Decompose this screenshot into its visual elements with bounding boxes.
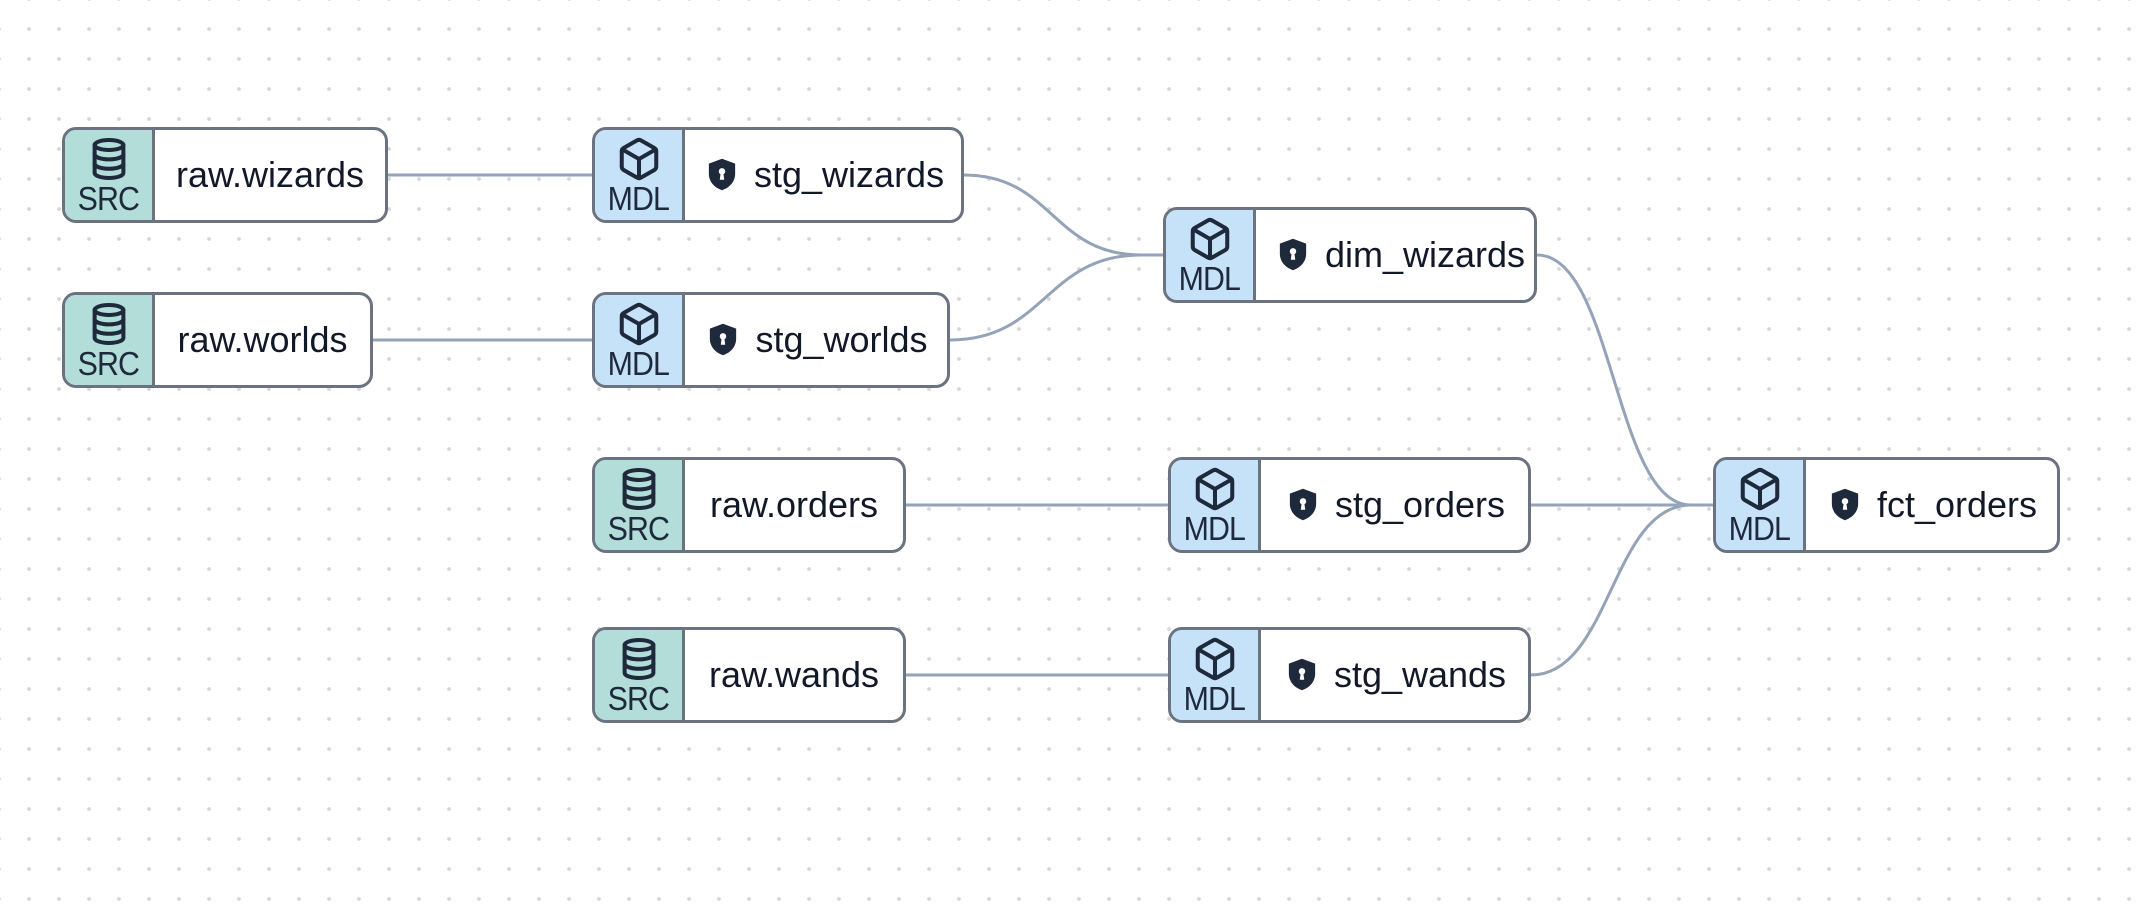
cube-icon	[616, 136, 662, 182]
node-body: dim_wizards	[1256, 210, 1534, 300]
node-body: stg_orders	[1261, 460, 1528, 550]
lineage-node-raw.worlds[interactable]: SRC raw.worlds	[62, 292, 373, 388]
node-kind-label: SRC	[607, 680, 670, 717]
cube-icon	[1192, 466, 1238, 512]
node-kind-label: MDL	[1178, 260, 1241, 297]
lineage-node-fct_orders[interactable]: MDL fct_orders	[1713, 457, 2060, 553]
shield-lock-icon	[1283, 656, 1321, 694]
lineage-node-stg_wands[interactable]: MDL stg_wands	[1168, 627, 1531, 723]
node-kind-badge: SRC	[65, 130, 155, 220]
cube-icon	[1737, 466, 1783, 512]
node-label: dim_wizards	[1325, 234, 1526, 275]
database-icon	[86, 301, 132, 347]
node-label: raw.worlds	[177, 319, 348, 360]
shield-lock-icon	[1274, 236, 1312, 274]
node-label: stg_orders	[1334, 484, 1506, 525]
shield-lock-icon	[703, 156, 741, 194]
node-kind-badge: MDL	[595, 130, 685, 220]
node-kind-label: MDL	[1183, 680, 1246, 717]
node-body: stg_worlds	[685, 295, 947, 385]
node-label: raw.wands	[708, 654, 880, 695]
cube-icon	[1192, 636, 1238, 682]
shield-lock-icon	[1826, 486, 1864, 524]
node-kind-badge: MDL	[1716, 460, 1806, 550]
node-kind-badge: SRC	[595, 630, 685, 720]
node-kind-label: SRC	[77, 180, 140, 217]
node-kind-label: SRC	[607, 510, 670, 547]
lineage-node-dim_wizards[interactable]: MDL dim_wizards	[1163, 207, 1537, 303]
node-label: stg_worlds	[755, 319, 928, 360]
node-label: stg_wands	[1333, 654, 1507, 695]
node-label: raw.orders	[709, 484, 879, 525]
node-label: stg_wizards	[754, 154, 945, 195]
node-body: stg_wizards	[685, 130, 961, 220]
lineage-node-raw.wizards[interactable]: SRC raw.wizards	[62, 127, 388, 223]
node-kind-label: MDL	[607, 180, 670, 217]
node-kind-label: MDL	[1728, 510, 1791, 547]
node-kind-label: MDL	[1183, 510, 1246, 547]
lineage-node-stg_worlds[interactable]: MDL stg_worlds	[592, 292, 950, 388]
node-body: raw.orders	[685, 460, 903, 550]
node-body: raw.worlds	[155, 295, 370, 385]
node-kind-badge: SRC	[65, 295, 155, 385]
node-body: fct_orders	[1806, 460, 2057, 550]
node-kind-badge: MDL	[1171, 630, 1261, 720]
node-body: raw.wands	[685, 630, 903, 720]
cube-icon	[616, 301, 662, 347]
node-kind-label: SRC	[77, 345, 140, 382]
node-label: raw.wizards	[175, 154, 365, 195]
node-label: fct_orders	[1876, 484, 2038, 525]
lineage-node-stg_orders[interactable]: MDL stg_orders	[1168, 457, 1531, 553]
lineage-node-raw.wands[interactable]: SRC raw.wands	[592, 627, 906, 723]
node-kind-badge: SRC	[595, 460, 685, 550]
node-kind-label: MDL	[607, 345, 670, 382]
shield-lock-icon	[1284, 486, 1322, 524]
database-icon	[616, 466, 662, 512]
database-icon	[86, 136, 132, 182]
node-kind-badge: MDL	[595, 295, 685, 385]
node-kind-badge: MDL	[1166, 210, 1256, 300]
node-kind-badge: MDL	[1171, 460, 1261, 550]
shield-lock-icon	[704, 321, 742, 359]
node-body: raw.wizards	[155, 130, 385, 220]
node-body: stg_wands	[1261, 630, 1528, 720]
lineage-node-raw.orders[interactable]: SRC raw.orders	[592, 457, 906, 553]
lineage-node-stg_wizards[interactable]: MDL stg_wizards	[592, 127, 964, 223]
database-icon	[616, 636, 662, 682]
cube-icon	[1187, 216, 1233, 262]
